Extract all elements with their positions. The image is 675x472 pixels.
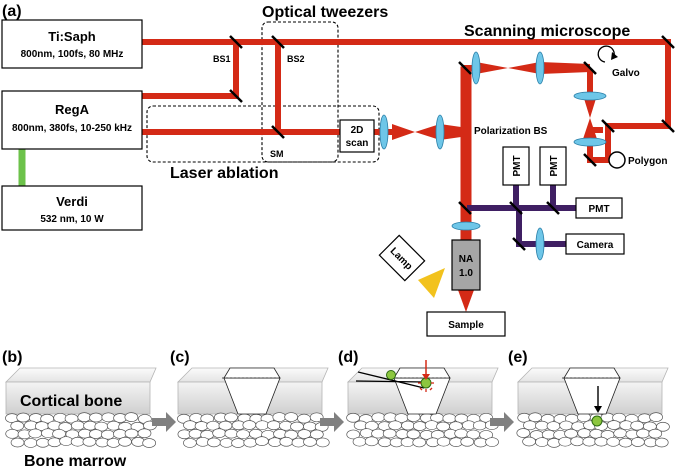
pmt-detector-2: PMT bbox=[539, 146, 567, 186]
2d-scan-module: 2D scan bbox=[339, 119, 375, 153]
rega-spec: 800nm, 380fs, 10-250 kHz bbox=[12, 123, 132, 134]
ti-saph-label: Ti:Saph bbox=[48, 29, 95, 44]
rega-label: RegA bbox=[55, 102, 90, 117]
placed-cell bbox=[591, 386, 603, 427]
objective-na-value: 1.0 bbox=[459, 268, 473, 279]
laser-ablation-label: Laser ablation bbox=[170, 165, 278, 182]
pmt-detector-1: PMT bbox=[502, 146, 530, 186]
pmt-3-label: PMT bbox=[588, 204, 609, 215]
optical-tweezers-label: Optical tweezers bbox=[262, 4, 388, 21]
camera: Camera bbox=[565, 233, 625, 255]
step-arrows bbox=[152, 412, 514, 432]
lenses bbox=[379, 51, 607, 261]
verdi-spec: 532 nm, 10 W bbox=[40, 214, 104, 225]
excitation-beam-paths bbox=[139, 39, 671, 293]
bone-marrow-label: Bone marrow bbox=[24, 453, 127, 470]
panel-label-d: (d) bbox=[338, 349, 358, 366]
scan-label-line2: scan bbox=[346, 138, 369, 149]
lamp-light-cone bbox=[418, 268, 445, 298]
beam-focus-wedges bbox=[392, 62, 598, 312]
scan-label-line1: 2D bbox=[351, 125, 364, 136]
sample: Sample bbox=[426, 311, 506, 337]
laser-verdi: Verdi 532 nm, 10 W bbox=[1, 185, 143, 231]
pmt-detector-3: PMT bbox=[575, 197, 623, 219]
verdi-label: Verdi bbox=[56, 194, 88, 209]
bs1-label: BS1 bbox=[213, 54, 231, 64]
pmt-1-label: PMT bbox=[512, 155, 523, 176]
galvo-label: Galvo bbox=[612, 68, 640, 79]
polarization-bs-label: Polarization BS bbox=[474, 126, 548, 137]
polygon-label: Polygon bbox=[628, 156, 667, 167]
detection-paths bbox=[467, 182, 578, 247]
sample-label: Sample bbox=[448, 320, 484, 331]
scanning-microscope-label: Scanning microscope bbox=[464, 23, 630, 40]
camera-label: Camera bbox=[577, 240, 614, 251]
panel-label-c: (c) bbox=[170, 349, 190, 366]
bs2-label: BS2 bbox=[287, 54, 305, 64]
sm-label: SM bbox=[270, 149, 284, 159]
ti-saph-spec: 800nm, 100fs, 80 MHz bbox=[21, 49, 124, 60]
panel-label-b: (b) bbox=[2, 349, 22, 366]
mirrors bbox=[229, 35, 675, 251]
tweezer-cell-capture bbox=[355, 360, 434, 392]
panel-label-e: (e) bbox=[508, 349, 528, 366]
tissue-panel-c bbox=[177, 367, 330, 448]
objective-lens: NA 1.0 bbox=[451, 239, 481, 291]
galvo-arrowhead bbox=[611, 52, 618, 60]
lamp: Lamp bbox=[378, 234, 445, 298]
laser-rega: RegA 800nm, 380fs, 10-250 kHz bbox=[1, 90, 143, 150]
laser-ti-saph: Ti:Saph 800nm, 100fs, 80 MHz bbox=[1, 19, 143, 69]
tissue-panel-b bbox=[5, 367, 157, 448]
tissue-panel-d bbox=[346, 367, 499, 448]
panel-label-a: (a) bbox=[2, 3, 22, 20]
tissue-panel-e bbox=[516, 367, 670, 448]
objective-na-label: NA bbox=[459, 254, 473, 265]
cortical-bone-label: Cortical bone bbox=[20, 393, 122, 410]
polygon-scanner-icon bbox=[608, 151, 626, 169]
pmt-2-label: PMT bbox=[549, 155, 560, 176]
galvo-rotation-icon bbox=[597, 45, 615, 63]
